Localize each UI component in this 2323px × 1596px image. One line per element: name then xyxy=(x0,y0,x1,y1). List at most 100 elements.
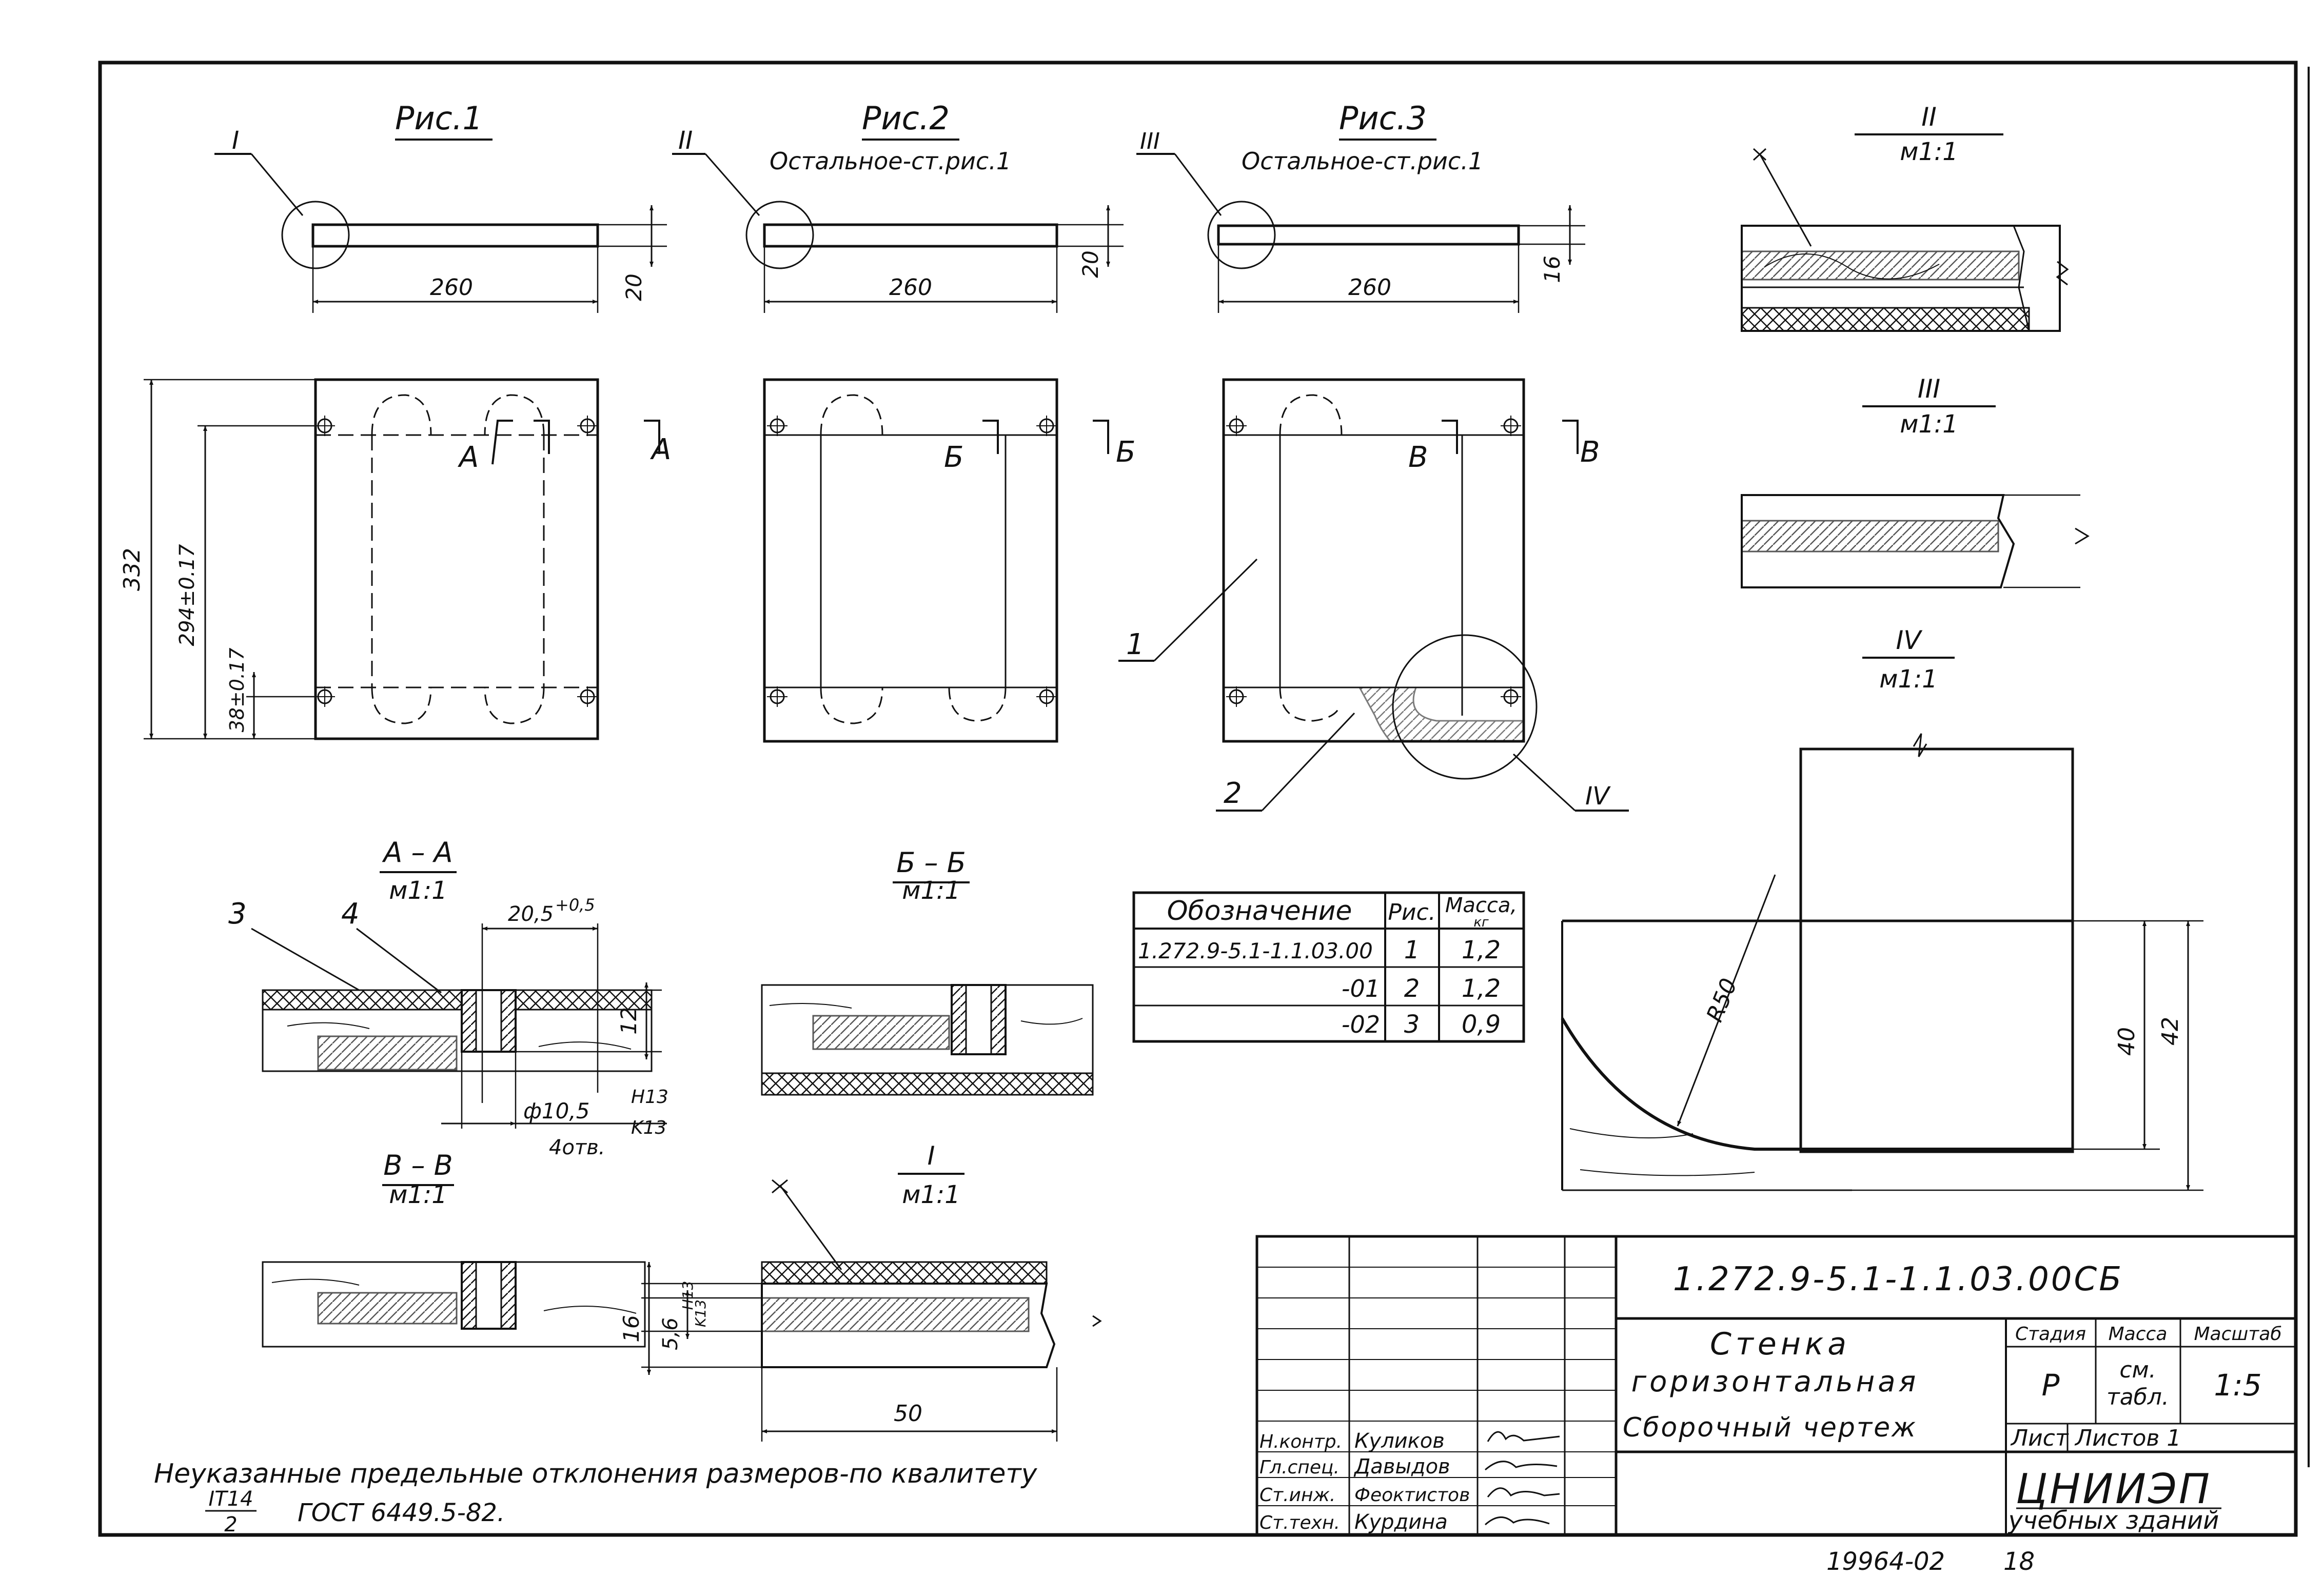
section-b-b: Б – Б м1:1 xyxy=(761,846,1094,1096)
value-mass-line-1: см. xyxy=(2119,1357,2156,1383)
section-aa-hole-diameter: ф10,5 xyxy=(523,1098,589,1124)
table-row-3-mass: 0,9 xyxy=(1462,1010,1501,1039)
section-aa-fit-k13: K13 xyxy=(631,1117,666,1138)
title-name-line-1: Стенка xyxy=(1710,1326,1850,1362)
detail-i-title: I xyxy=(928,1141,935,1171)
value-mass-line-2: табл. xyxy=(2107,1384,2169,1410)
fig3-detail-iv-circle xyxy=(1392,634,1538,780)
organization-subtitle: учебных зданий xyxy=(2007,1506,2219,1535)
role-senior-technician: Ст.техн. xyxy=(1259,1512,1340,1533)
note-fraction-top: IT14 xyxy=(208,1487,253,1511)
tolerance-note: Неуказанные предельные отклонения размер… xyxy=(154,1459,1038,1536)
section-aa-fit-h13: H13 xyxy=(631,1087,668,1108)
section-vv-title: В – В xyxy=(383,1149,452,1181)
leader-part-3: 3 xyxy=(228,897,247,931)
detail-ii-scale: м1:1 xyxy=(1900,137,1958,166)
figure-2: Рис.2 Остальное-ст.рис.1 II 20 260 Б xyxy=(672,100,1135,743)
section-mark-b-right: Б xyxy=(1116,436,1135,469)
table-row-3-figure: 3 xyxy=(1404,1010,1420,1039)
table-header-mass-unit: кг xyxy=(1473,915,1489,930)
fig3-dim-thickness: 16 xyxy=(1540,255,1565,283)
fig2-top-view-panel xyxy=(763,223,1058,248)
section-mark-a-left: А xyxy=(458,441,479,474)
fig2-hole-marks xyxy=(767,416,1057,707)
fig2-title: Рис.2 xyxy=(862,100,950,137)
section-bb-title: Б – Б xyxy=(896,846,966,879)
fig1-dim-thickness: 20 xyxy=(621,273,646,301)
section-aa-holes-count: 4отв. xyxy=(549,1136,605,1159)
value-scale: 1:5 xyxy=(2214,1368,2261,1403)
role-senior-engineer: Ст.инж. xyxy=(1259,1485,1335,1506)
fig3-callout: III xyxy=(1140,128,1160,154)
detail-i-fit-h13: H13 xyxy=(679,1281,696,1310)
figure-3: Рис.3 Остальное-ст.рис.1 III 16 260 xyxy=(1118,100,1629,812)
leader-detail-iv: IV xyxy=(1585,782,1611,811)
section-aa-scale: м1:1 xyxy=(389,876,447,905)
detail-iv-dim-40: 40 xyxy=(2114,1027,2140,1056)
fig1-hole-marks xyxy=(314,416,598,707)
detail-iv: IV м1:1 R50 40 42 xyxy=(1561,625,2203,1191)
section-vv-scale: м1:1 xyxy=(389,1180,447,1209)
table-row-1-designation: 1.272.9-5.1-1.1.03.00 xyxy=(1138,938,1373,963)
leader-part-4: 4 xyxy=(341,897,360,931)
title-block-left-grid xyxy=(1257,1267,1616,1506)
dim-height-38: 38±0.17 xyxy=(226,648,248,733)
footer: 19964-02 18 xyxy=(1826,1547,2035,1576)
detail-iii-scale: м1:1 xyxy=(1900,410,1958,439)
name-senior-technician: Курдина xyxy=(1354,1510,1448,1534)
figure-1: Рис.1 I 20 260 А xyxy=(119,100,671,740)
fig2-callout: II xyxy=(678,126,693,155)
fig1-front-view-panel xyxy=(314,378,599,740)
page-number: 18 xyxy=(2003,1547,2035,1576)
title-block: Н.контр. Гл.спец. Ст.инж. Ст.техн. Кулик… xyxy=(1255,1235,2297,1536)
sheet-frame xyxy=(98,61,2310,1537)
detail-ii-title: II xyxy=(1921,102,1937,132)
table-row-1-mass: 1,2 xyxy=(1462,936,1501,964)
role-chief-specialist: Гл.спец. xyxy=(1259,1457,1340,1478)
fig2-dim-thickness: 20 xyxy=(1078,250,1103,278)
section-mark-b-left: Б xyxy=(944,441,963,474)
detail-iv-scale: м1:1 xyxy=(1879,665,1937,694)
fig3-title: Рис.3 xyxy=(1339,100,1427,137)
fig1-detail-circle xyxy=(281,201,350,269)
section-aa-dim-20-5-tol: +0,5 xyxy=(555,895,595,915)
fig3-top-view-panel xyxy=(1217,224,1520,246)
fig3-note: Остальное-ст.рис.1 xyxy=(1242,147,1483,175)
fig3-wood-cutout xyxy=(1358,686,1525,742)
leader-part-2: 2 xyxy=(1224,777,1242,810)
note-gost: ГОСТ 6449.5-82. xyxy=(298,1499,505,1527)
section-aa-dim-20-5: 20,5 xyxy=(508,902,554,926)
drawing-designation: 1.272.9-5.1-1.1.03.00СБ xyxy=(1673,1260,2123,1298)
detail-i-dim-16: 16 xyxy=(619,1315,644,1342)
fig1-callout: I xyxy=(232,126,239,155)
header-stage: Стадия xyxy=(2015,1324,2086,1345)
fig3-front-view-panel xyxy=(1222,378,1525,743)
fig1-dim-length: 260 xyxy=(430,274,473,301)
fig2-note: Остальное-ст.рис.1 xyxy=(770,147,1011,175)
dim-height-332: 332 xyxy=(119,548,145,591)
title-name-line-3: Сборочный чертеж xyxy=(1623,1412,1917,1443)
header-scale: Масштаб xyxy=(2194,1324,2281,1345)
name-senior-engineer: Феоктистов xyxy=(1354,1485,1470,1506)
detail-iii-title: III xyxy=(1918,374,1940,404)
table-row-2-figure: 2 xyxy=(1404,974,1420,1003)
detail-i: I м1:1 16 5,6 H13 K13 50 xyxy=(619,1141,1102,1442)
section-mark-a-right: А xyxy=(650,433,671,466)
section-mark-v-right: В xyxy=(1580,436,1600,469)
table-header-mass: Масса, xyxy=(1445,894,1517,917)
label-sheet: Лист xyxy=(2010,1425,2069,1451)
section-aa-dim-12: 12 xyxy=(616,1007,641,1034)
detail-i-dim-50: 50 xyxy=(894,1401,922,1427)
fig1-top-view-panel xyxy=(311,223,599,248)
value-stage: Р xyxy=(2042,1368,2060,1403)
detail-iv-title: IV xyxy=(1896,625,1923,655)
detail-iv-radius-label: R50 xyxy=(1702,975,1743,1026)
detail-iv-radius-arc xyxy=(1561,1017,2073,1151)
organization-name: ЦНИИЭП xyxy=(2016,1465,2212,1513)
note-fraction-bottom: 2 xyxy=(224,1513,237,1536)
title-name-line-2: горизонтальная xyxy=(1631,1365,1919,1398)
detail-i-scale: м1:1 xyxy=(902,1180,960,1209)
fig1-title: Рис.1 xyxy=(395,100,483,137)
role-norm-control: Н.контр. xyxy=(1259,1431,1342,1452)
